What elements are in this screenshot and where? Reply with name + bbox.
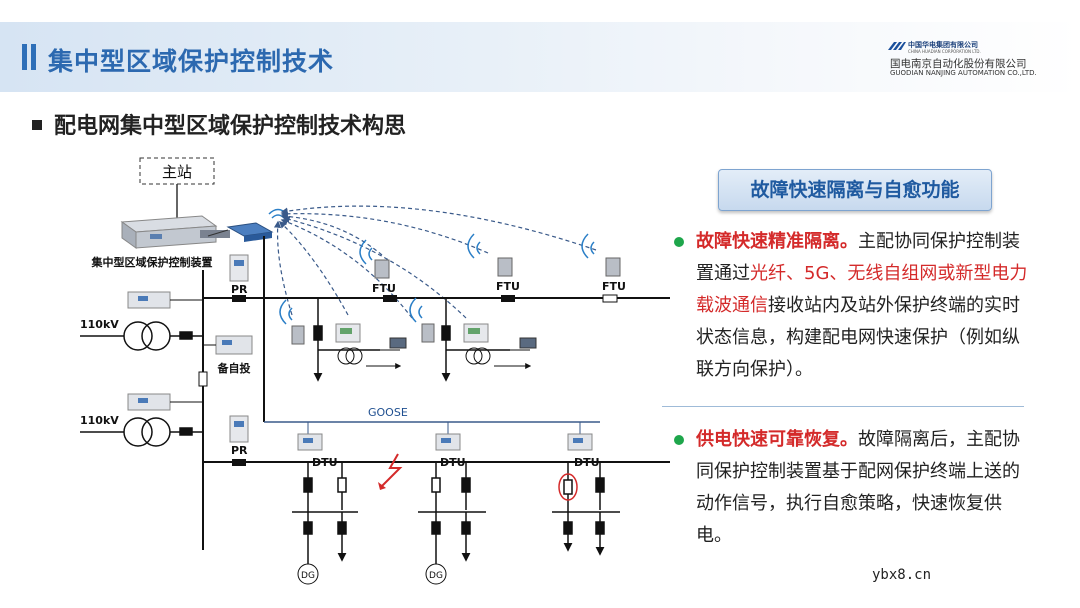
p2-text-1: 故障隔离后，主配协同保护控制装置基于配网保护终端上送的动作信号，执行自愈策略，快… xyxy=(696,429,1020,546)
voltage-label-2: 110kV xyxy=(80,414,119,427)
lower-feeder-branches xyxy=(292,462,620,564)
paragraph-fault-isolation: 故障快速精准隔离。主配协同保护控制装置通过光纤、5G、无线自组网或新型电力载波通… xyxy=(696,226,1032,386)
transformer-110kv-1 xyxy=(80,321,203,351)
pr-device-1: PR xyxy=(229,254,249,302)
dg-label-2: DG xyxy=(429,571,443,581)
section-divider xyxy=(662,406,1024,407)
ftu-label-1: FTU xyxy=(372,282,396,295)
dtu-label-3: DTU xyxy=(574,456,600,469)
isolated-switch-marker xyxy=(558,473,578,501)
goose-label: GOOSE xyxy=(368,406,408,419)
header-banner: 集中型区域保护控制技术 中国华电集团有限公司 CHINA HUADIAN COR… xyxy=(0,22,1080,92)
router-icon xyxy=(207,222,274,242)
company-logo-icon xyxy=(888,42,906,50)
heading-square-icon xyxy=(32,120,42,130)
p2-heading: 供电快速可靠恢复。 xyxy=(696,429,858,450)
ftu-device-2: FTU xyxy=(467,233,520,302)
p1-heading: 故障快速精准隔离。 xyxy=(696,231,858,252)
goose-bus: GOOSE xyxy=(264,406,600,434)
dg-unit-2: DG xyxy=(425,563,447,585)
fault-lightning-icon xyxy=(378,453,403,490)
backup-auto-switch: 备自投 xyxy=(203,335,253,375)
logo-subsidiary-en: GUODIAN NANJING AUTOMATION CO.,LTD. xyxy=(890,69,1037,77)
bus-breaker xyxy=(198,371,208,387)
paragraph-power-restoration: 供电快速可靠恢复。故障隔离后，主配协同保护控制装置基于配网保护终端上送的动作信号… xyxy=(696,424,1032,552)
dg-unit-1: DG xyxy=(297,563,319,585)
distribution-network-diagram: 主站 集中型区域保护控制装置 xyxy=(80,157,670,585)
wireless-links xyxy=(273,205,597,319)
p1-text-2: 接收站内及站外保护终端的实时状态信息，构建配电网快速保护（例如纵联方向保护）。 xyxy=(696,295,1020,380)
master-station-label: 主站 xyxy=(162,163,192,181)
dtu-device-2: DTU xyxy=(435,433,466,469)
relay-unit-2 xyxy=(127,393,203,411)
dtu-device-1: DTU xyxy=(297,433,338,469)
ftu-device-3: FTU xyxy=(581,233,626,303)
bullet-dot-icon xyxy=(674,435,684,445)
function-title-box: 故障快速隔离与自愈功能 xyxy=(718,169,992,211)
central-device-label: 集中型区域保护控制装置 xyxy=(91,255,213,269)
page-title: 集中型区域保护控制技术 xyxy=(48,47,335,76)
section-heading: 配电网集中型区域保护控制技术构思 xyxy=(32,108,406,140)
backup-label: 备自投 xyxy=(217,361,251,375)
master-station: 主站 xyxy=(139,157,215,218)
pr-label-1: PR xyxy=(231,283,248,296)
logo-company-en: CHINA HUADIAN CORPORATION LTD. xyxy=(908,49,981,54)
voltage-label-1: 110kV xyxy=(80,318,119,331)
transformer-110kv-2 xyxy=(80,417,203,447)
ftu-label-3: FTU xyxy=(602,280,626,293)
central-control-device: 集中型区域保护控制装置 xyxy=(91,215,230,269)
logo-subsidiary-cn: 国电南京自动化股份有限公司 xyxy=(890,58,1027,70)
p1-text-1: 主配协同保护控制装置通过 xyxy=(696,231,1020,284)
relay-unit-1 xyxy=(127,291,203,309)
dtu-device-3: DTU xyxy=(567,433,600,469)
pr-label-2: PR xyxy=(231,444,248,457)
title-bars-icon xyxy=(22,44,40,74)
upper-field-devices xyxy=(279,297,537,369)
ftu-label-2: FTU xyxy=(496,280,520,293)
logo-company-cn: 中国华电集团有限公司 xyxy=(908,41,978,49)
bullet-dot-icon xyxy=(674,237,684,247)
section-heading-text: 配电网集中型区域保护控制技术构思 xyxy=(54,114,407,139)
dtu-label-2: DTU xyxy=(440,456,466,469)
dg-label-1: DG xyxy=(301,571,315,581)
p1-highlight: 光纤、5G、无线自组网或新型电力载波通信 xyxy=(696,263,1028,316)
ftu-device-1: FTU xyxy=(359,239,397,302)
dtu-label-1: DTU xyxy=(312,456,338,469)
watermark-text: ybx8.cn xyxy=(872,567,932,583)
pr-device-2: PR xyxy=(229,415,249,466)
company-logo: 中国华电集团有限公司 CHINA HUADIAN CORPORATION LTD… xyxy=(888,38,1068,88)
